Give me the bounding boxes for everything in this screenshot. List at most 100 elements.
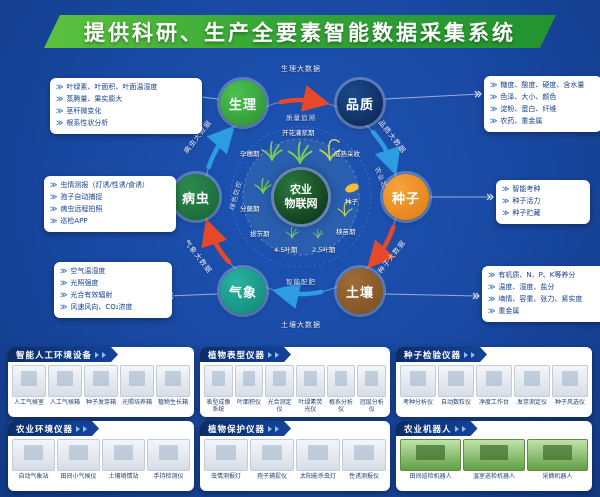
- callout-text: 光照强度: [70, 278, 99, 287]
- callout-item: ≫蒸腾量、果实膨大: [56, 94, 196, 106]
- product-image: [296, 439, 340, 471]
- crop-plants: [254, 138, 359, 239]
- chevron-bullet-icon: ≫: [60, 278, 68, 287]
- product-name: 自动数粒仪: [440, 399, 471, 406]
- product-name: 光照培养箱: [121, 399, 152, 406]
- callout-weather: ≫空气温湿度≫光照强度≫光合有效辐射≫风速风向、CO₂浓度: [54, 262, 172, 318]
- node-weather: 气象: [220, 268, 266, 314]
- product: 光合测定仪: [265, 365, 295, 414]
- callout-text: 种子贮藏: [512, 208, 541, 217]
- stage-seedling: 秧苗期: [336, 228, 356, 236]
- callout-text: 重金属: [498, 306, 520, 315]
- callout-text: 农药、重金属: [500, 116, 543, 125]
- callout-item: ≫有机质、N、P、K等养分: [488, 270, 600, 282]
- card-header: 植物表型仪器: [200, 347, 291, 362]
- callout-text: 种子活力: [512, 196, 541, 205]
- product-row: 虫情测报灯孢子捕捉仪太阳能杀虫灯性诱测报仪: [204, 439, 386, 488]
- card-header: 植物保护仪器: [200, 421, 291, 436]
- product-image: [357, 365, 387, 397]
- product-name: 人工气候箱: [49, 399, 80, 406]
- stage-harvest: 成熟采收: [334, 150, 360, 158]
- callout-item: ≫种子贮藏: [502, 208, 584, 220]
- callout-item: ≫淀粉、蛋白、纤维: [490, 104, 596, 116]
- callout-item: ≫巡检APP: [50, 216, 170, 228]
- callout-text: 空气温湿度: [70, 267, 106, 275]
- product-image: [156, 365, 190, 397]
- product: 冠层分析仪: [357, 365, 387, 414]
- callout-item: ≫风速风向、CO₂浓度: [60, 302, 166, 314]
- callout-item: ≫农药、重金属: [490, 116, 596, 128]
- callout-item: ≫光合有效辐射: [60, 290, 166, 302]
- product-row: 考种分析仪自动数粒仪净度工作台发芽测定仪种子风选仪: [400, 365, 588, 414]
- chevron-bullet-icon: ≫: [56, 106, 64, 115]
- node-quality: 品质: [337, 80, 383, 126]
- chevron-bullet-icon: ≫: [490, 81, 498, 89]
- product-name: 种子风选仪: [554, 399, 585, 406]
- callout-item: ≫墒情、容重、张力、紧实度: [488, 294, 600, 306]
- callout-text: 巡检APP: [60, 216, 88, 225]
- product-name: 虫情测报灯: [210, 473, 241, 480]
- stage-tillering: 分蘖期: [240, 205, 260, 213]
- chevron-bullet-icon: ≫: [488, 306, 496, 315]
- chevron-bullet-icon: ≫: [490, 116, 498, 125]
- callout-connectors: [161, 90, 494, 300]
- product-image: [476, 365, 512, 397]
- product-name: 发芽测定仪: [516, 399, 547, 406]
- card-header: 农业机器人: [396, 421, 478, 436]
- product: 叶绿素荧光仪: [296, 365, 325, 414]
- product-name: 自动气象站: [18, 473, 49, 480]
- chevron-icon: [83, 426, 87, 432]
- product-image: [204, 365, 233, 397]
- chevron-bullet-icon: ≫: [56, 94, 64, 103]
- card-seed-test-instruments: 种子检验仪器 考种分析仪自动数粒仪净度工作台发芽测定仪种子风选仪: [396, 347, 592, 417]
- chevron-icon: [76, 426, 80, 432]
- ring-label-soil: 土壤大数据: [281, 321, 321, 329]
- chevron-bullet-icon: ≫: [488, 282, 496, 291]
- chevron-bullet-icon: ≫: [488, 294, 496, 303]
- callout-item: ≫温度、湿度、盐分: [488, 282, 600, 294]
- product-name: 根系分析仪: [329, 399, 354, 414]
- callout-item: ≫糖度、酸度、硬度、含水量: [490, 80, 596, 92]
- node-pest: 病虫: [173, 174, 219, 220]
- product: 种子发芽箱: [84, 365, 118, 414]
- callout-text: 叶绿素、叶面积、叶面温湿度: [66, 83, 158, 91]
- product-name: 光合测定仪: [267, 399, 292, 414]
- chevron-bullet-icon: ≫: [488, 271, 496, 279]
- node-seed: 种子: [383, 174, 429, 220]
- callout-pest: ≫虫情测报（灯诱/性诱/食诱）≫孢子自动捕捉≫病虫远程拍照≫巡检APP: [44, 176, 176, 232]
- callout-item: ≫病虫远程拍照: [50, 204, 170, 216]
- callout-item: ≫虫情测报（灯诱/性诱/食诱）: [50, 180, 170, 192]
- product-name: 性诱测报仪: [348, 473, 379, 480]
- center-hub-line1: 农业: [290, 183, 312, 197]
- product-name: 净度工作台: [478, 399, 509, 406]
- callout-text: 病虫远程拍照: [60, 204, 103, 213]
- card-title: 植物表型仪器: [208, 350, 266, 361]
- chevron-bullet-icon: ≫: [60, 302, 68, 311]
- stage-booting: 孕穗期: [240, 150, 260, 158]
- product-image: [463, 439, 525, 471]
- card-title: 智能人工环境设备: [16, 350, 93, 361]
- center-hub-line2: 物联网: [284, 197, 318, 210]
- callout-item: ≫根系性状分析: [56, 118, 196, 130]
- product: 根系分析仪: [326, 365, 356, 414]
- product-image: [57, 439, 100, 471]
- product-image: [265, 365, 295, 397]
- product: 叶面积仪: [234, 365, 264, 414]
- callout-item: ≫重金属: [488, 306, 600, 318]
- page-title-banner: 提供科研、生产全要素智能数据采集系统: [44, 15, 556, 48]
- product: 虫情测报灯: [204, 439, 248, 488]
- product: 太阳能杀虫灯: [296, 439, 340, 488]
- product: 温室巡检机器人: [463, 439, 525, 488]
- chevron-icon: [95, 352, 99, 358]
- card-title: 农业环境仪器: [16, 424, 74, 435]
- product: 自动数粒仪: [438, 365, 474, 414]
- product-image: [48, 365, 82, 397]
- chevron-icon: [275, 426, 279, 432]
- callout-item: ≫种子活力: [502, 196, 584, 208]
- product-image: [204, 439, 248, 471]
- chevron-icon: [268, 426, 272, 432]
- callout-text: 风速风向、CO₂浓度: [70, 302, 133, 311]
- product-image: [120, 365, 154, 397]
- product-name: 叶面积仪: [237, 399, 262, 406]
